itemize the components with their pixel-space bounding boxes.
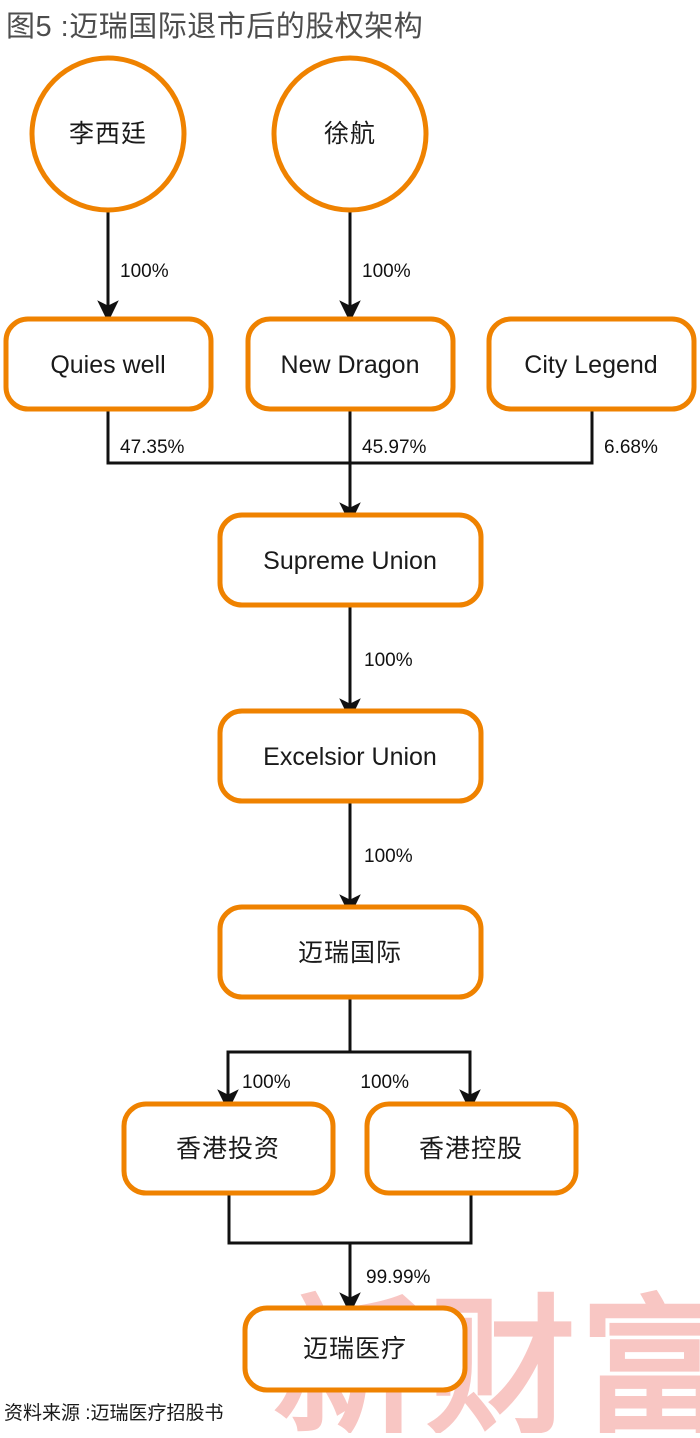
- node-quies-well-label: Quies well: [50, 351, 165, 379]
- node-city-legend-label: City Legend: [524, 351, 657, 379]
- node-hk-holding-shape: [364, 1101, 579, 1196]
- node-quies-well[interactable]: Quies well: [3, 316, 214, 412]
- node-new-dragon-shape: [245, 316, 456, 412]
- edge-label-supreme-excelsior: 100%: [364, 650, 413, 671]
- node-new-dragon-label: New Dragon: [281, 351, 420, 379]
- node-excelsior-union[interactable]: Excelsior Union: [217, 708, 484, 804]
- node-xuhang-label: 徐航: [324, 120, 376, 148]
- edge-label-newdragon-supreme: 45.97%: [362, 437, 427, 458]
- node-hk-investment-shape: [121, 1101, 336, 1196]
- node-excelsior-union-shape: [217, 708, 484, 804]
- node-lixiting-shape: [29, 55, 187, 213]
- node-mindray-international-shape: [217, 904, 484, 1000]
- node-supreme-union-shape: [217, 512, 484, 608]
- node-mindray-medical-shape: [242, 1305, 468, 1393]
- node-city-legend[interactable]: City Legend: [486, 316, 697, 412]
- edge-labels-layer: 100% 100% 47.35% 45.97% 6.68% 100% 100% …: [120, 261, 658, 1288]
- page-title: 图5 :迈瑞国际退市后的股权架构: [6, 10, 423, 43]
- edge-label-mindray-hkinvestment: 100%: [242, 1072, 291, 1093]
- edge-label-lixiting-quies: 100%: [120, 261, 169, 282]
- connectors-layer: [97, 211, 594, 1315]
- node-hk-investment[interactable]: 香港投资: [121, 1101, 336, 1196]
- edge-label-xuhang-newdragon: 100%: [362, 261, 411, 282]
- source-note: 资料来源 :迈瑞医疗招股书: [4, 1402, 224, 1424]
- node-mindray-international[interactable]: 迈瑞国际: [217, 904, 484, 1000]
- edge-label-hk-mindraymedical: 99.99%: [366, 1267, 431, 1288]
- node-supreme-union[interactable]: Supreme Union: [217, 512, 484, 608]
- node-mindray-medical-label: 迈瑞医疗: [303, 1335, 407, 1363]
- node-hk-holding[interactable]: 香港控股: [364, 1101, 579, 1196]
- node-mindray-medical[interactable]: 迈瑞医疗: [242, 1305, 468, 1393]
- node-xuhang-shape: [271, 55, 429, 213]
- node-city-legend-shape: [486, 316, 697, 412]
- node-mindray-international-label: 迈瑞国际: [298, 939, 402, 967]
- node-hk-investment-label: 香港投资: [176, 1135, 280, 1163]
- node-excelsior-union-label: Excelsior Union: [263, 743, 437, 771]
- node-supreme-union-label: Supreme Union: [263, 547, 437, 575]
- edge-label-citylegend-supreme: 6.68%: [604, 437, 658, 458]
- edge-label-quies-supreme: 47.35%: [120, 437, 185, 458]
- node-lixiting[interactable]: 李西廷: [29, 55, 187, 213]
- edge-label-mindray-hkholding: 100%: [360, 1072, 409, 1093]
- edge-label-excelsior-mindray: 100%: [364, 846, 413, 867]
- node-xuhang[interactable]: 徐航: [271, 55, 429, 213]
- node-quies-well-shape: [3, 316, 214, 412]
- node-hk-holding-label: 香港控股: [419, 1135, 523, 1163]
- node-lixiting-label: 李西廷: [69, 120, 147, 148]
- node-new-dragon[interactable]: New Dragon: [245, 316, 456, 412]
